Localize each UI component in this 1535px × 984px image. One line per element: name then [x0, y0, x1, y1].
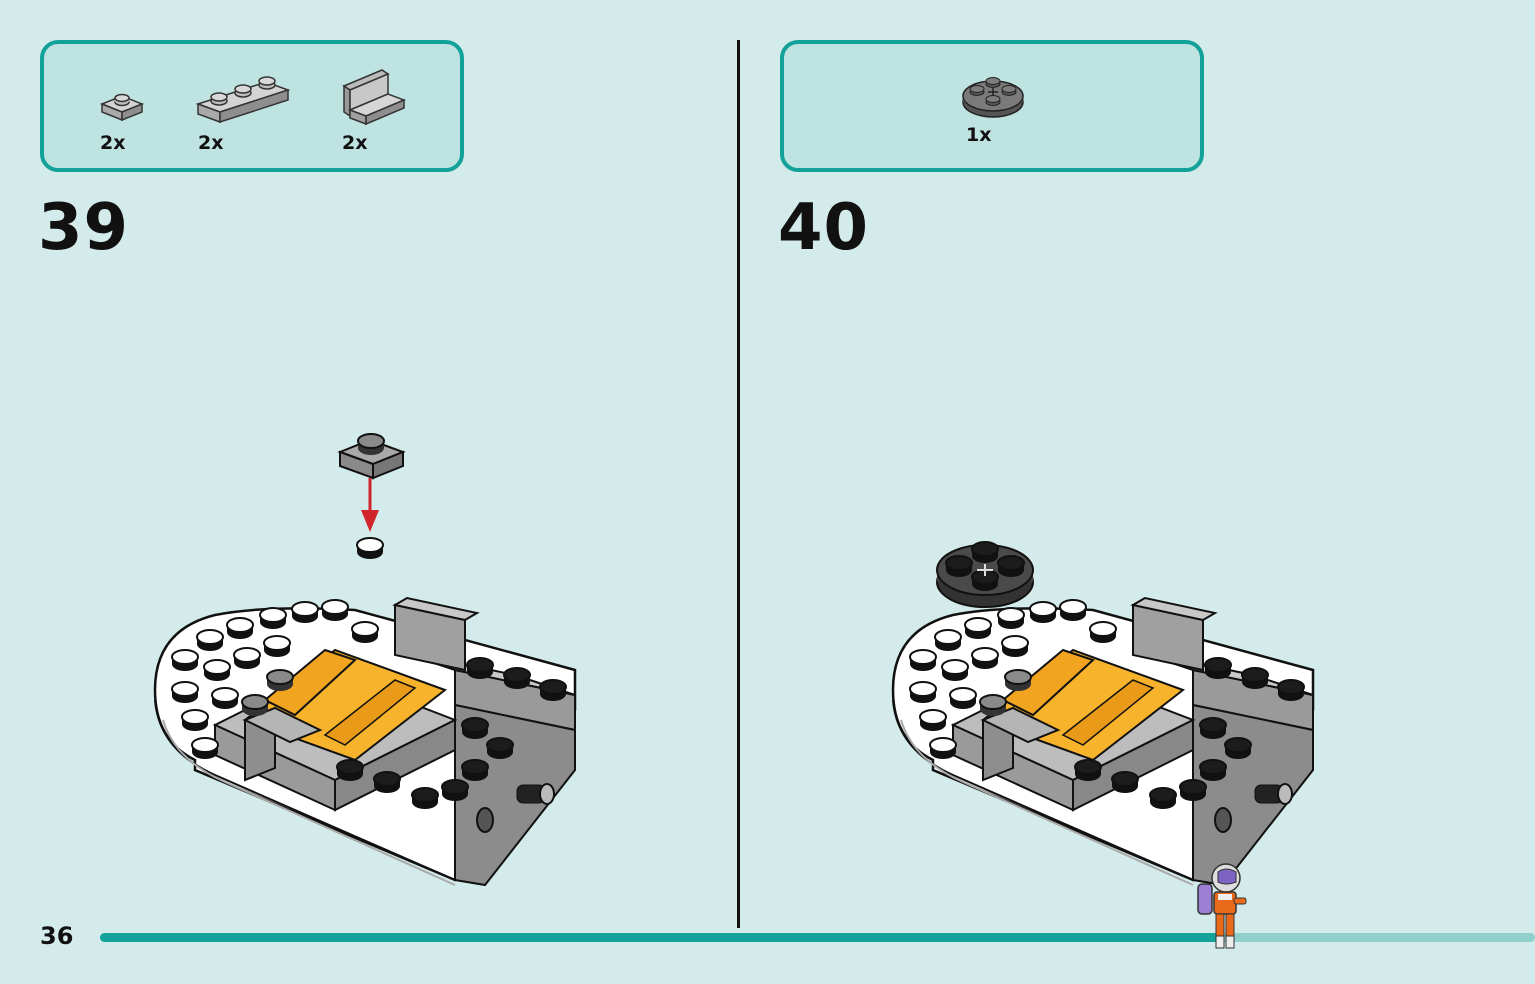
- parts-box-step-39: 2x 2x 2x: [40, 40, 464, 172]
- part-qty: 2x: [198, 132, 224, 154]
- round-plate-2x2-icon: [936, 541, 1034, 608]
- astronaut-minifigure-icon: [1197, 863, 1247, 949]
- build-illustration-step-40: [893, 541, 1333, 810]
- round-plate-2x2-icon: [962, 77, 1024, 118]
- step-number-39: 39: [38, 191, 130, 265]
- plate-1x1-icon: [337, 433, 406, 480]
- plate-1x3-icon: [195, 76, 291, 124]
- step-number-40: 40: [778, 191, 870, 265]
- part-qty: 2x: [100, 132, 126, 154]
- plate-1x1-icon: [99, 93, 145, 122]
- page-number: 36: [40, 922, 74, 950]
- bracket-icon: [342, 69, 407, 126]
- down-arrow-icon: [361, 478, 379, 532]
- page-divider: [737, 40, 740, 928]
- progress-bar-fill: [100, 933, 1220, 942]
- build-illustration-step-39: [155, 433, 595, 810]
- part-qty: 1x: [966, 124, 992, 146]
- part-qty: 2x: [342, 132, 368, 154]
- progress-bar: [100, 933, 1535, 942]
- parts-box-step-40: 1x: [780, 40, 1204, 172]
